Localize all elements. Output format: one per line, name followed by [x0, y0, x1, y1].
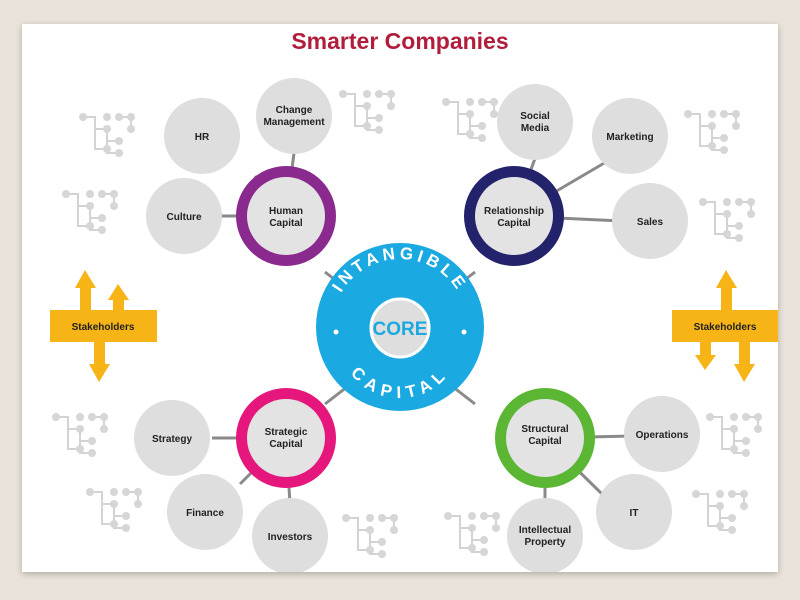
node-social-media-circle — [497, 84, 573, 160]
core-center-text: CORE — [373, 319, 428, 340]
node-operations-circle — [624, 396, 700, 472]
node-culture-circle — [146, 178, 222, 254]
node-operations-label: Operations — [636, 430, 689, 441]
node-ip-label-2: Property — [524, 537, 566, 548]
diagram: HR Change Management Culture Social Medi… — [50, 78, 778, 572]
page-title: Smarter Companies — [291, 28, 509, 54]
node-change-label-1: Change — [276, 105, 313, 116]
node-finance-circle — [167, 474, 243, 550]
node-change-label-2: Management — [263, 117, 325, 128]
hub-relationship-label-2: Capital — [497, 218, 531, 229]
node-change-management-circle — [256, 78, 332, 154]
stakeholders-right-label: Stakeholders — [694, 322, 757, 333]
stakeholders-left-label: Stakeholders — [72, 322, 135, 333]
stakeholders-right-arrows — [672, 270, 778, 382]
node-hr-circle — [164, 98, 240, 174]
hub-human-label-2: Capital — [269, 218, 303, 229]
node-intellectual-property-circle — [507, 498, 583, 572]
hub-strategic-label-2: Capital — [269, 439, 303, 450]
node-culture-label: Culture — [167, 212, 202, 223]
slide: Smarter Companies — [22, 24, 778, 572]
node-marketing-label: Marketing — [606, 132, 653, 143]
node-strategy-circle — [134, 400, 210, 476]
node-social-label-2: Media — [521, 123, 550, 134]
node-hr-label: HR — [195, 132, 210, 143]
node-investors-label: Investors — [268, 532, 313, 543]
node-finance-label: Finance — [186, 508, 224, 519]
node-sales-label: Sales — [637, 217, 664, 228]
stakeholders-left-arrows — [50, 270, 157, 382]
node-investors-circle — [252, 498, 328, 572]
node-strategy-label: Strategy — [152, 434, 192, 445]
hub-structural-label-1: Structural — [521, 424, 568, 435]
hub-human-label-1: Human — [269, 206, 303, 217]
node-ip-label-1: Intellectual — [519, 525, 571, 536]
hubs — [236, 166, 595, 488]
core-circle: INTANGIBLE CAPITAL CORE — [316, 243, 484, 411]
outer-nodes — [134, 78, 700, 572]
node-sales-circle — [612, 183, 688, 259]
node-it-circle — [596, 474, 672, 550]
hub-structural-label-2: Capital — [528, 436, 562, 447]
node-it-label: IT — [630, 508, 639, 519]
node-marketing-circle — [592, 98, 668, 174]
node-social-label-1: Social — [520, 111, 550, 122]
hub-strategic-label-1: Strategic — [265, 427, 308, 438]
hub-relationship-label-1: Relationship — [484, 206, 544, 217]
